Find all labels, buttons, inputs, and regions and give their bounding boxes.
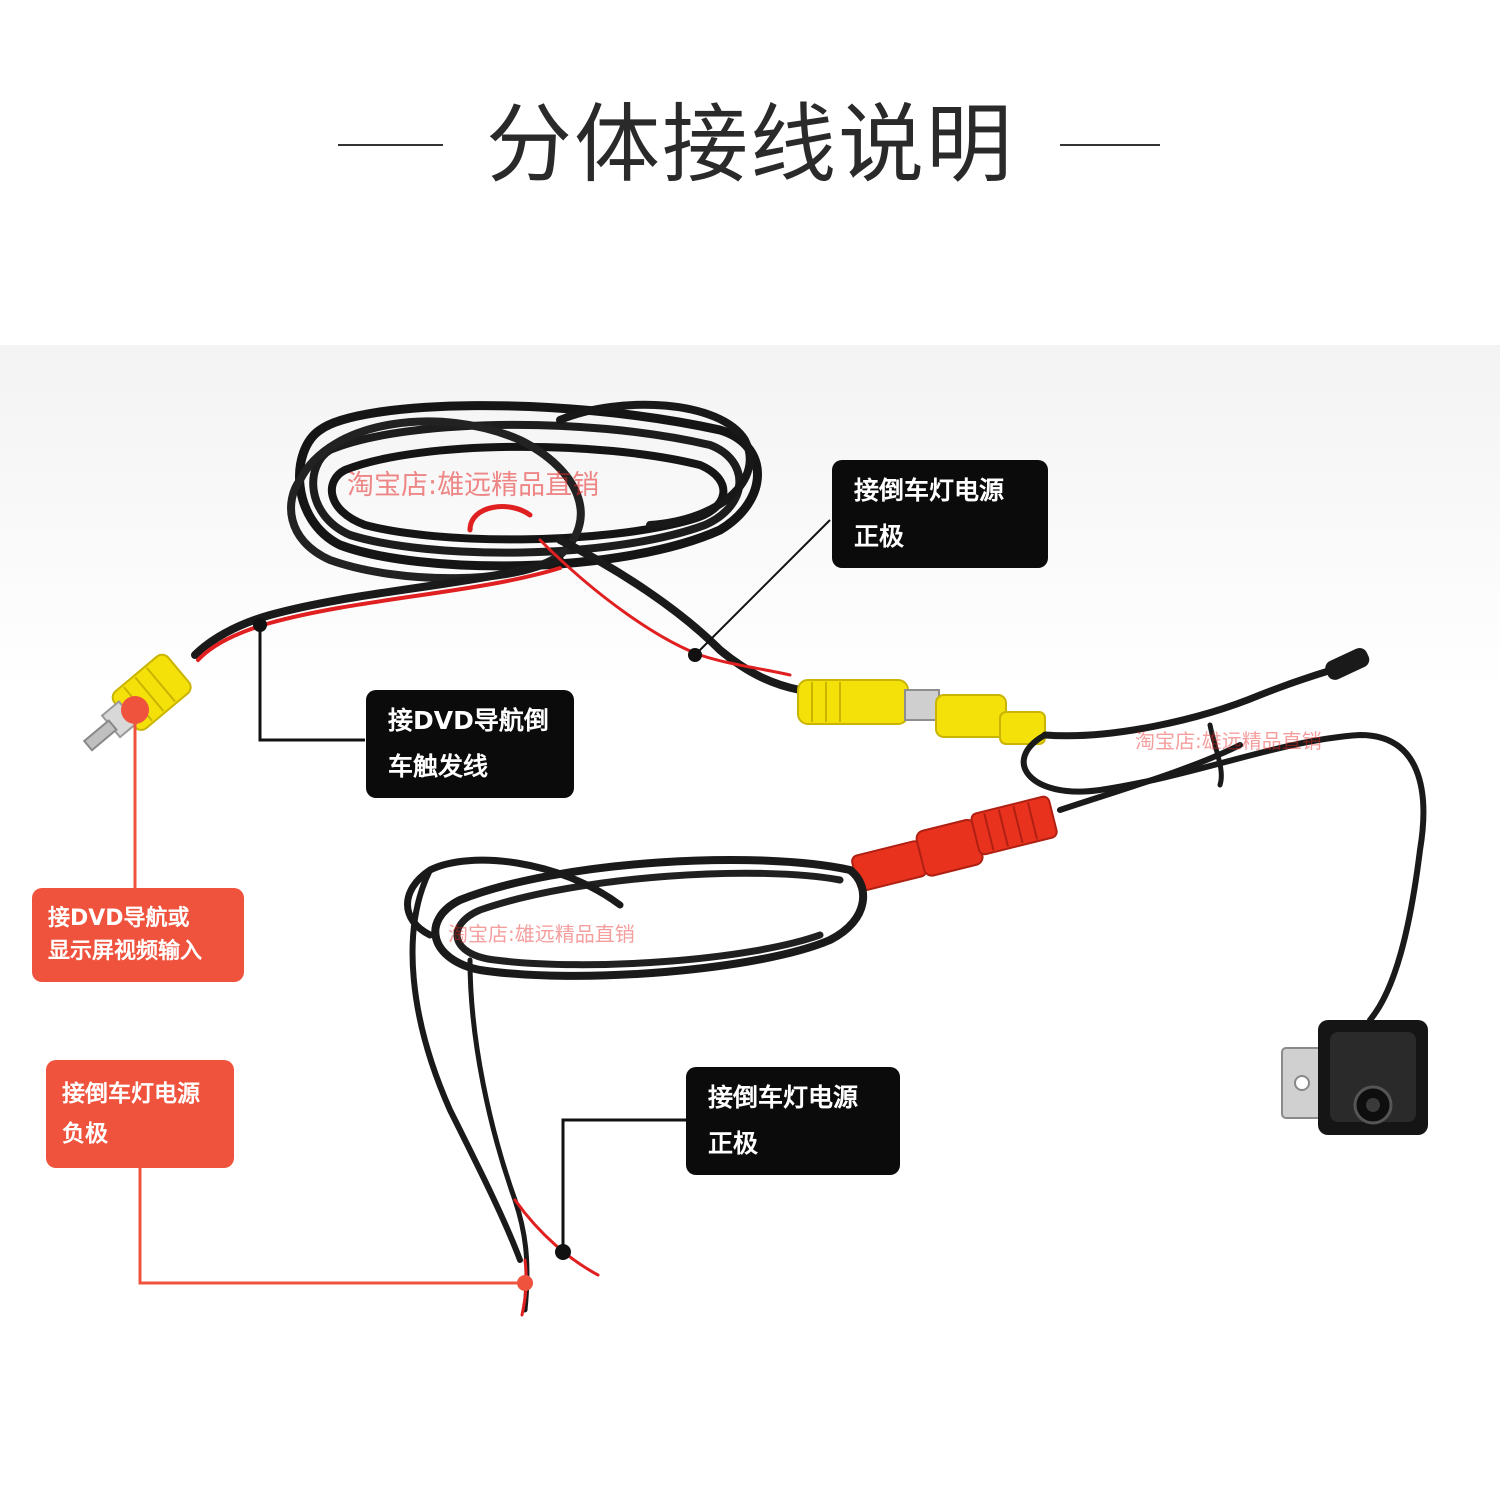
title-right-rule — [1060, 144, 1160, 146]
callout-dots — [121, 618, 702, 1291]
title-bar: 分体接线说明 — [0, 90, 1500, 200]
callout-line-2: 正极 — [854, 522, 905, 551]
watermark-top: 淘宝店:雄远精品直销 — [347, 470, 600, 501]
callout-line-1: 接DVD导航或 — [48, 906, 190, 931]
camera-body — [1281, 1020, 1428, 1135]
callout-dvd-reverse-trigger: 接DVD导航倒 车触发线 — [366, 690, 574, 798]
cable-strain-relief — [1325, 648, 1370, 680]
callout-line-1: 接DVD导航倒 — [388, 706, 549, 735]
title-left-rule — [338, 144, 443, 146]
watermark-right: 淘宝店:雄远精品直销 — [1135, 729, 1322, 753]
watermark-bottom: 淘宝店:雄远精品直销 — [448, 922, 635, 946]
power-cable-coil — [404, 856, 867, 1313]
callout-line-2: 负极 — [62, 1121, 108, 1147]
callout-line-2: 显示屏视频输入 — [48, 939, 203, 964]
rca-cable-middle — [538, 536, 804, 694]
callout-line-1: 接倒车灯电源 — [708, 1083, 859, 1112]
callout-reverse-light-positive-top: 接倒车灯电源 正极 — [832, 460, 1048, 568]
rca-cable-left — [191, 556, 564, 662]
callout-line-2: 正极 — [708, 1129, 759, 1158]
callout-dvd-video-input: 接DVD导航或 显示屏视频输入 — [32, 888, 244, 982]
photo-background — [0, 345, 1500, 1500]
yellow-rca-coupling — [797, 679, 1046, 745]
callout-line-2: 车触发线 — [388, 752, 489, 781]
red-power-connector — [851, 795, 1058, 892]
callout-line-1: 接倒车灯电源 — [62, 1081, 200, 1107]
page-title: 分体接线说明 — [486, 95, 1014, 195]
stripped-wire-ends — [513, 1198, 600, 1317]
callout-lines — [133, 519, 831, 1285]
callout-line-1: 接倒车灯电源 — [854, 476, 1005, 505]
callout-reverse-light-negative: 接倒车灯电源 负极 — [46, 1060, 234, 1168]
camera-pigtail — [1020, 656, 1427, 1023]
callout-reverse-light-positive-bottom: 接倒车灯电源 正极 — [686, 1067, 900, 1175]
